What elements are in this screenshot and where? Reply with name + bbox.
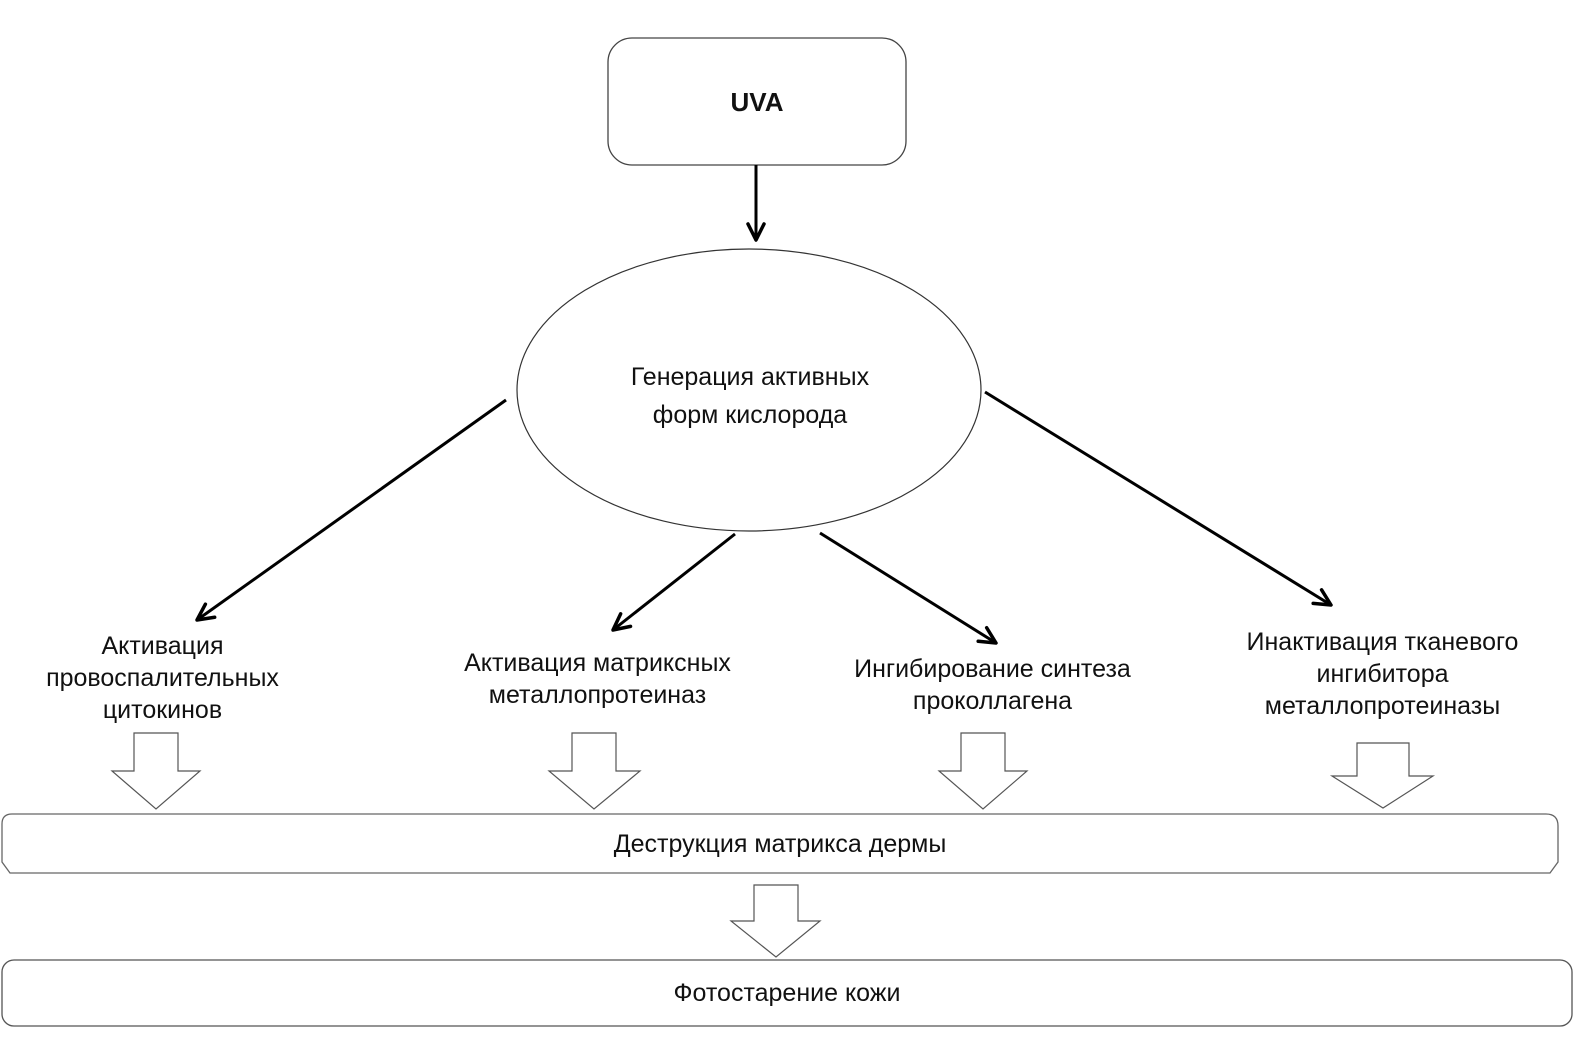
destruction-node-box bbox=[1, 813, 1559, 874]
arrow-ros-to-timp bbox=[984, 390, 1333, 607]
effect-cytokines-label: Активация провоспалительных цитокинов bbox=[46, 632, 279, 724]
block-arrow-procollagen bbox=[937, 732, 1029, 810]
uva-node-label: UVA bbox=[730, 87, 784, 117]
ros-node-label: Генерация активных форм кислорода bbox=[630, 363, 870, 429]
block-arrow-destruction-to-photoaging bbox=[729, 884, 822, 958]
arrow-ros-to-cytokines bbox=[195, 398, 507, 622]
effect-mmp-label: Активация матриксных металлопротеиназ bbox=[464, 649, 731, 709]
arrow-ros-to-mmp bbox=[611, 532, 736, 632]
destruction-node-label: Деструкция матрикса дермы bbox=[613, 830, 947, 858]
effect-procollagen-label: Ингибирование синтеза проколлагена bbox=[854, 655, 1131, 715]
photoaging-node-label: Фотостарение кожи bbox=[673, 979, 901, 1007]
effect-timp-label: Инактивация тканевого ингибитора металло… bbox=[1246, 628, 1519, 720]
photoaging-node-box bbox=[1, 959, 1573, 1027]
block-arrow-timp bbox=[1329, 742, 1436, 809]
arrow-ros-to-procollagen bbox=[819, 531, 998, 645]
block-arrow-cytokines bbox=[110, 732, 202, 810]
ros-node-ellipse bbox=[516, 248, 982, 532]
block-arrow-mmp bbox=[547, 732, 642, 810]
